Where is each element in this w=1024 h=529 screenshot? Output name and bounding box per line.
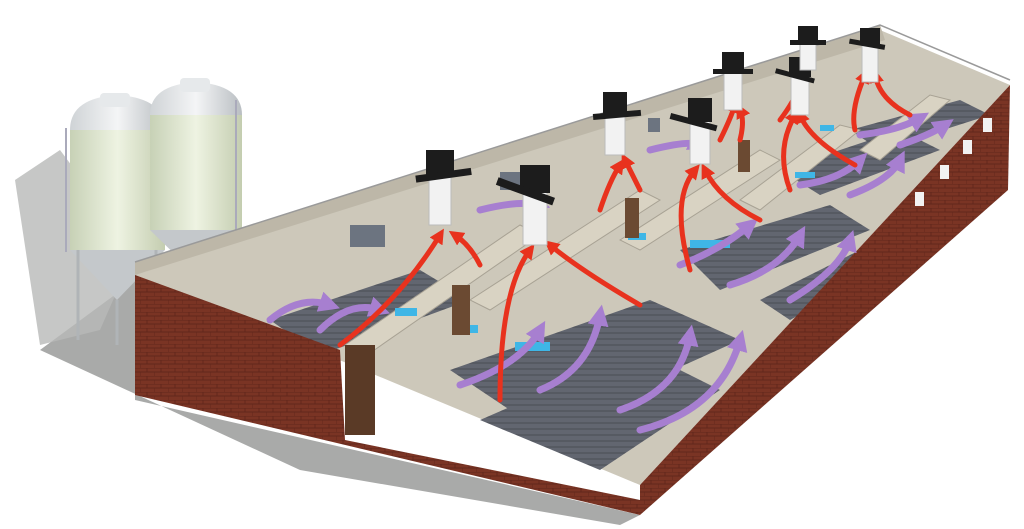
roof-outline	[134, 24, 1011, 263]
door-front	[345, 345, 375, 435]
door-inner-2	[625, 198, 639, 238]
exhaust-chimneys	[415, 26, 886, 246]
chimney-icon	[713, 52, 753, 111]
brick-wall-front	[135, 275, 640, 515]
side-windows	[915, 118, 992, 206]
door-inner-1	[452, 285, 470, 335]
door-inner-3	[738, 140, 750, 172]
barn-floor	[135, 30, 1010, 485]
chimney-icon	[495, 165, 555, 246]
feed-silo-left	[65, 93, 165, 345]
barn-back-wall	[135, 25, 885, 275]
chimney-icon	[415, 150, 472, 226]
chimney-icon	[669, 98, 718, 165]
chimney-icon	[592, 92, 642, 156]
exhaust-air-arrows	[337, 67, 913, 403]
chimney-icon	[790, 26, 826, 71]
chimney-icon	[848, 28, 886, 83]
partition-walls	[344, 94, 952, 396]
ground-shadow	[40, 280, 640, 525]
